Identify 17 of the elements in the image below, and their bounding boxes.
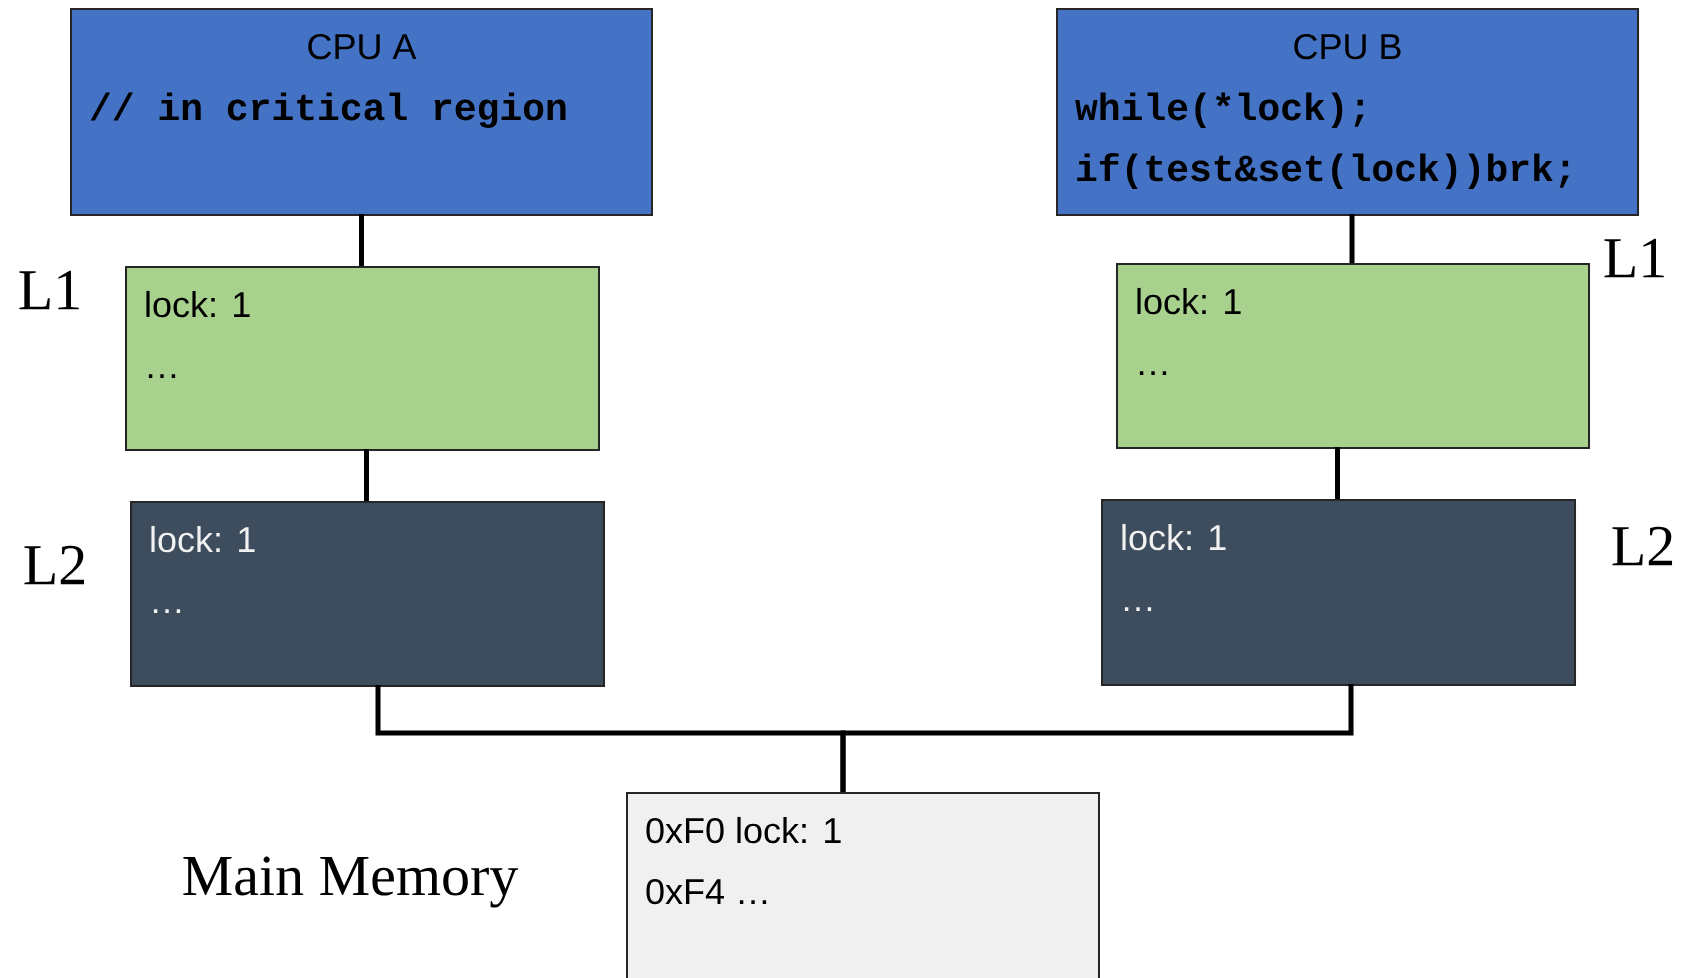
connector-line: [840, 684, 1354, 792]
cache-box: lock: 1 …: [125, 266, 600, 451]
cache-level-label: L1: [19, 270, 79, 310]
cache-level-label: L2: [24, 545, 85, 585]
cache-level-label: L1: [1604, 238, 1664, 278]
memory-box: 0xF0 lock: 1 0xF4 …: [626, 792, 1100, 978]
connector-line: [364, 449, 369, 501]
connector-line: [359, 214, 364, 266]
cache-level-label: L2: [1612, 526, 1673, 566]
cache-box: lock: 1 …: [1101, 499, 1576, 686]
memory-label: Main Memory: [183, 856, 519, 908]
cache-box: lock: 1 …: [130, 501, 605, 687]
cache-box: lock: 1 …: [1116, 263, 1590, 449]
connector-line: [1335, 447, 1340, 499]
connector-line: [1349, 214, 1355, 263]
cpu-box: CPU B while(*lock); if(test&set(lock))brk;: [1056, 8, 1639, 216]
cpu-box: CPU A // in critical region: [70, 8, 653, 216]
